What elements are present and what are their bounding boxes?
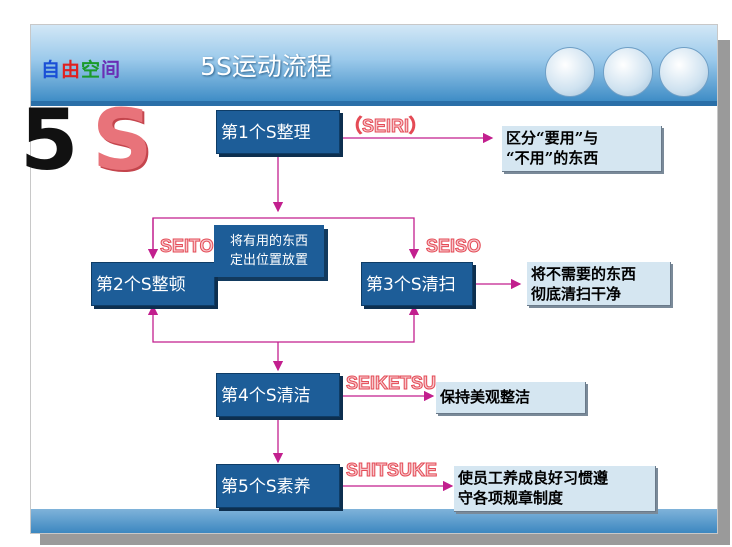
step-1-box: 第1个S整理 bbox=[216, 110, 340, 154]
step-4-box: 第4个S清洁 bbox=[216, 373, 340, 417]
step-4-note: 保持美观整洁 bbox=[436, 382, 586, 414]
slide-title: 5S运动流程 bbox=[200, 52, 332, 81]
step-5-box: 第5个S素养 bbox=[216, 464, 340, 508]
step-3-roman: SEISO bbox=[425, 236, 482, 257]
big-s: S bbox=[92, 91, 153, 189]
step-3-note-line-1: 将不需要的东西 bbox=[531, 265, 637, 283]
step-5-note-line-1: 使员工养成良好习惯遵 bbox=[458, 469, 609, 487]
logo-char-1: 自 bbox=[41, 59, 62, 81]
step-2-box: 第2个S整顿 bbox=[91, 262, 215, 306]
slide-footer bbox=[31, 509, 717, 533]
logo-char-4: 间 bbox=[101, 59, 122, 81]
tower-image-3 bbox=[659, 47, 709, 97]
step-3-note: 将不需要的东西 彻底清扫干净 bbox=[527, 262, 671, 306]
step-2-note-line-1: 将有用的东西 bbox=[229, 234, 308, 249]
tower-image-2 bbox=[603, 47, 653, 97]
logo-char-3: 空 bbox=[81, 59, 102, 81]
step-1-note: 区分“要用”与 “不用”的东西 bbox=[502, 126, 662, 172]
step-2-note-line-2: 定出位置放置 bbox=[229, 253, 308, 268]
step-2-note: 将有用的东西 定出位置放置 bbox=[214, 225, 324, 277]
slide-header bbox=[31, 25, 717, 101]
arrow-2-back bbox=[147, 304, 278, 343]
big-five: 5 bbox=[20, 91, 79, 189]
tower-image-1 bbox=[545, 47, 595, 97]
header-divider bbox=[31, 101, 717, 106]
step-2-roman: SEITON bbox=[160, 236, 228, 257]
step-1-note-line-1: 区分“要用”与 bbox=[506, 129, 599, 147]
arrow-3-back bbox=[278, 304, 420, 343]
step-4-note-line-1: 保持美观整洁 bbox=[440, 388, 531, 406]
step-5-note-line-2: 守各项规章制度 bbox=[458, 489, 564, 507]
step-1-note-line-2: “不用”的东西 bbox=[506, 149, 599, 167]
step-1-roman: （SEIRI） bbox=[343, 116, 428, 137]
step-4-roman: SEIKETSU bbox=[345, 373, 437, 394]
logo-char-2: 由 bbox=[61, 59, 82, 81]
logo: 自由空间 bbox=[41, 55, 121, 82]
step-5-roman: SHITSUKE bbox=[345, 460, 438, 481]
step-5-note: 使员工养成良好习惯遵 守各项规章制度 bbox=[454, 466, 656, 512]
step-3-box: 第3个S清扫 bbox=[361, 262, 473, 306]
step-3-note-line-2: 彻底清扫干净 bbox=[531, 285, 622, 303]
